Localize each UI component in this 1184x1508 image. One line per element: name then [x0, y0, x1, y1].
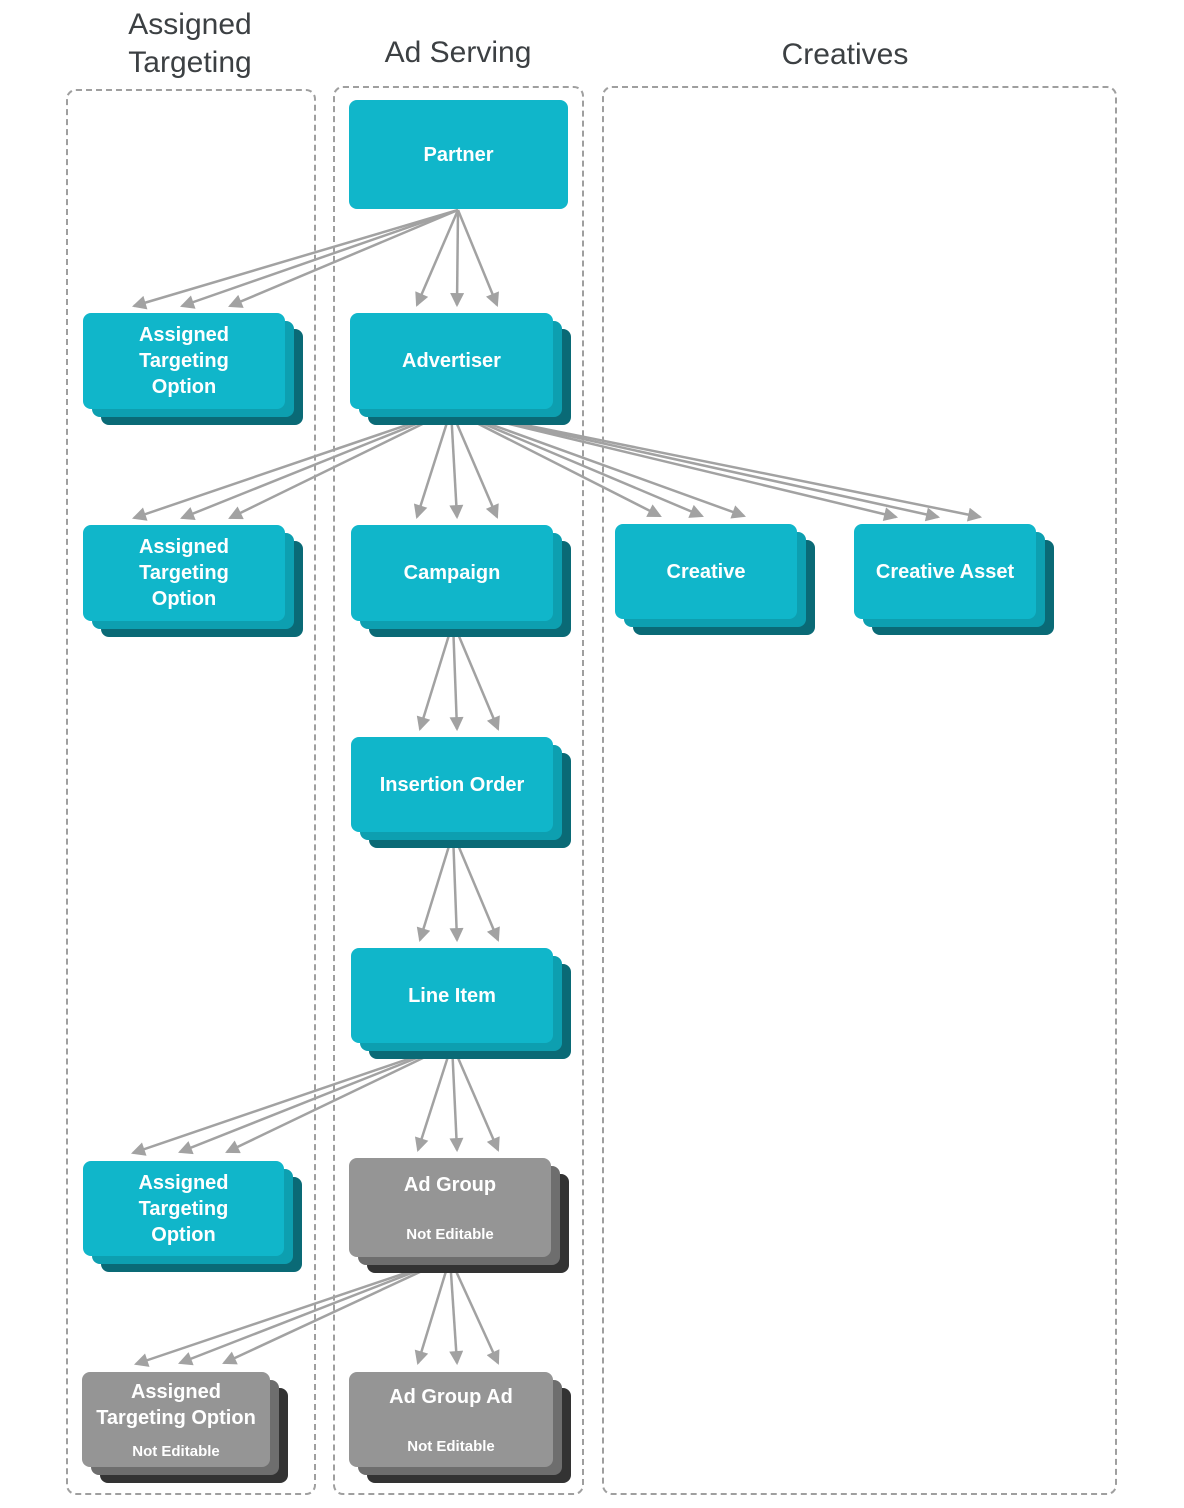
edge-line_item-to-ad_group [450, 1043, 500, 1152]
node-label: Partner [423, 143, 494, 166]
node-assigned-targeting-option-line-item: Assigned Targeting Option [83, 1161, 284, 1256]
node-label: Creative Asset [875, 560, 1015, 583]
edge-advertiser-to-campaign [449, 409, 464, 520]
node-creative-asset: Creative Asset [854, 524, 1036, 619]
edge-advertiser-to-creative [450, 408, 662, 518]
edge-advertiser-to-campaign [413, 409, 453, 520]
edge-line_item-to-ad_group [414, 1043, 454, 1152]
edge-line_item-to-ato_line_item [178, 1042, 453, 1155]
column-frame-ad-serving [333, 86, 584, 1495]
node-assigned-targeting-option-ad-group: Assigned Targeting Option Not Editable [82, 1372, 270, 1467]
edge-ad_group-to-ato_ad_group [134, 1256, 451, 1367]
node-creative: Creative [615, 524, 797, 619]
column-header-ad-serving: Ad Serving [384, 36, 532, 69]
edge-advertiser-to-creative_asset [450, 408, 941, 522]
edge-advertiser-to-ato_campaign [132, 408, 452, 521]
node-label: Assigned Targeting Option [138, 1171, 229, 1246]
node-label: Line Item [408, 984, 496, 1007]
node-ad-group-ad: Ad Group Ad Not Editable [349, 1372, 553, 1467]
edge-partner-to-ato_advertiser [228, 208, 459, 308]
node-insertion-order: Insertion Order [351, 737, 553, 832]
node-label: Assigned Targeting Option [138, 536, 230, 610]
node-label: Ad Group [403, 1173, 497, 1196]
node-label: Campaign [403, 562, 501, 584]
node-label: Insertion Order [379, 773, 525, 796]
edge-partner-to-advertiser [450, 209, 465, 308]
edge-campaign-to-insertion_order [451, 621, 500, 731]
node-label: Advertiser [402, 350, 501, 372]
node-sublabel-not-editable: Not Editable [407, 1437, 495, 1455]
node-assigned-targeting-option-campaign: Assigned Targeting Option [83, 525, 285, 621]
edge-ad_group-to-ad_group_ad [448, 1257, 500, 1365]
node-label: Creative [666, 560, 746, 583]
edge-ad_group-to-ato_ad_group [178, 1256, 451, 1366]
edge-partner-to-ato_advertiser [180, 208, 459, 309]
edge-partner-to-ato_advertiser [131, 208, 459, 310]
edge-insertion_order-to-line_item [416, 832, 455, 943]
node-assigned-targeting-option-advertiser: Assigned Targeting Option [83, 313, 285, 409]
edge-advertiser-to-creative_asset [450, 408, 983, 522]
node-label: Assigned Targeting Option [138, 324, 230, 398]
edge-advertiser-to-creative_asset [450, 408, 899, 522]
node-sublabel-not-editable: Not Editable [406, 1225, 494, 1243]
edge-insertion_order-to-line_item [451, 832, 500, 942]
node-partner: Partner [349, 100, 568, 209]
edge-advertiser-to-creative [450, 408, 746, 519]
edge-partner-to-advertiser [415, 209, 460, 307]
column-frame-assigned-targeting [66, 89, 316, 1495]
column-frame-creatives [602, 86, 1117, 1495]
edge-advertiser-to-ato_campaign [180, 408, 452, 521]
node-advertiser: Advertiser [350, 313, 553, 409]
node-line-item: Line Item [351, 948, 553, 1043]
edge-ad_group-to-ato_ad_group [222, 1256, 451, 1365]
edge-line_item-to-ato_line_item [131, 1042, 453, 1156]
edge-campaign-to-insertion_order [416, 621, 455, 732]
node-label: Ad Group Ad [389, 1385, 513, 1408]
node-sublabel-not-editable: Not Editable [132, 1442, 220, 1460]
node-campaign: Campaign [351, 525, 553, 621]
edge-insertion_order-to-line_item [449, 832, 464, 943]
column-header-creatives: Creatives [781, 38, 909, 71]
edge-advertiser-to-campaign [449, 409, 499, 519]
column-header-assigned-targeting: Assigned Targeting [128, 8, 252, 79]
edge-ad_group-to-ad_group_ad [448, 1257, 464, 1366]
edge-partner-to-advertiser [456, 209, 499, 307]
edge-line_item-to-ad_group [449, 1043, 464, 1153]
edge-line_item-to-ato_line_item [225, 1042, 453, 1154]
edge-advertiser-to-ato_campaign [228, 408, 452, 520]
edge-ad_group-to-ad_group_ad [414, 1257, 452, 1366]
edge-campaign-to-insertion_order [449, 621, 464, 732]
node-ad-group: Ad Group Not Editable [349, 1158, 551, 1257]
edge-advertiser-to-creative [450, 408, 704, 518]
node-label: Assigned Targeting Option [96, 1380, 256, 1429]
